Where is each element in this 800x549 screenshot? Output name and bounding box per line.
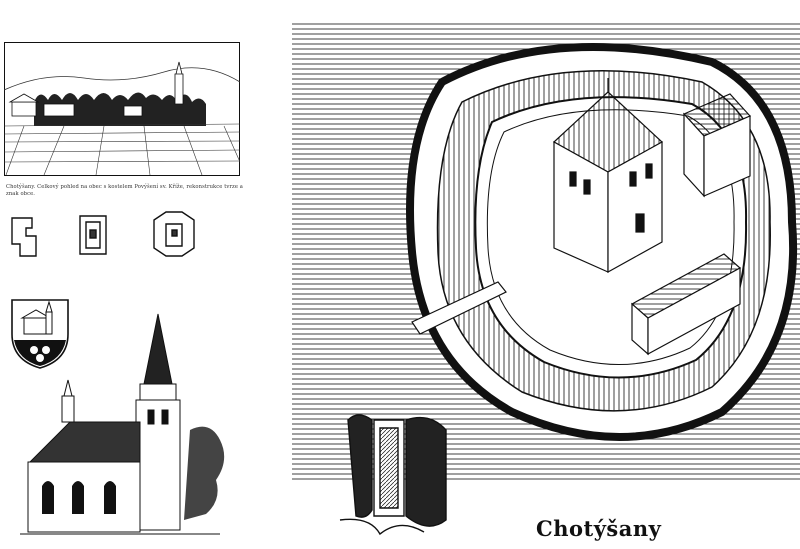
ornamental-initial: [334, 410, 458, 538]
fortress-ground-plans: [6, 204, 210, 266]
fortress-reconstruction: [292, 22, 800, 482]
page-title: Chotýšany: [536, 516, 662, 541]
coat-of-arms: [8, 296, 72, 372]
church-drawing: [20, 310, 230, 540]
village-caption: Chotýšany. Celkový pohled na obec s kost…: [6, 184, 243, 197]
village-landscape-sketch: [4, 42, 240, 176]
